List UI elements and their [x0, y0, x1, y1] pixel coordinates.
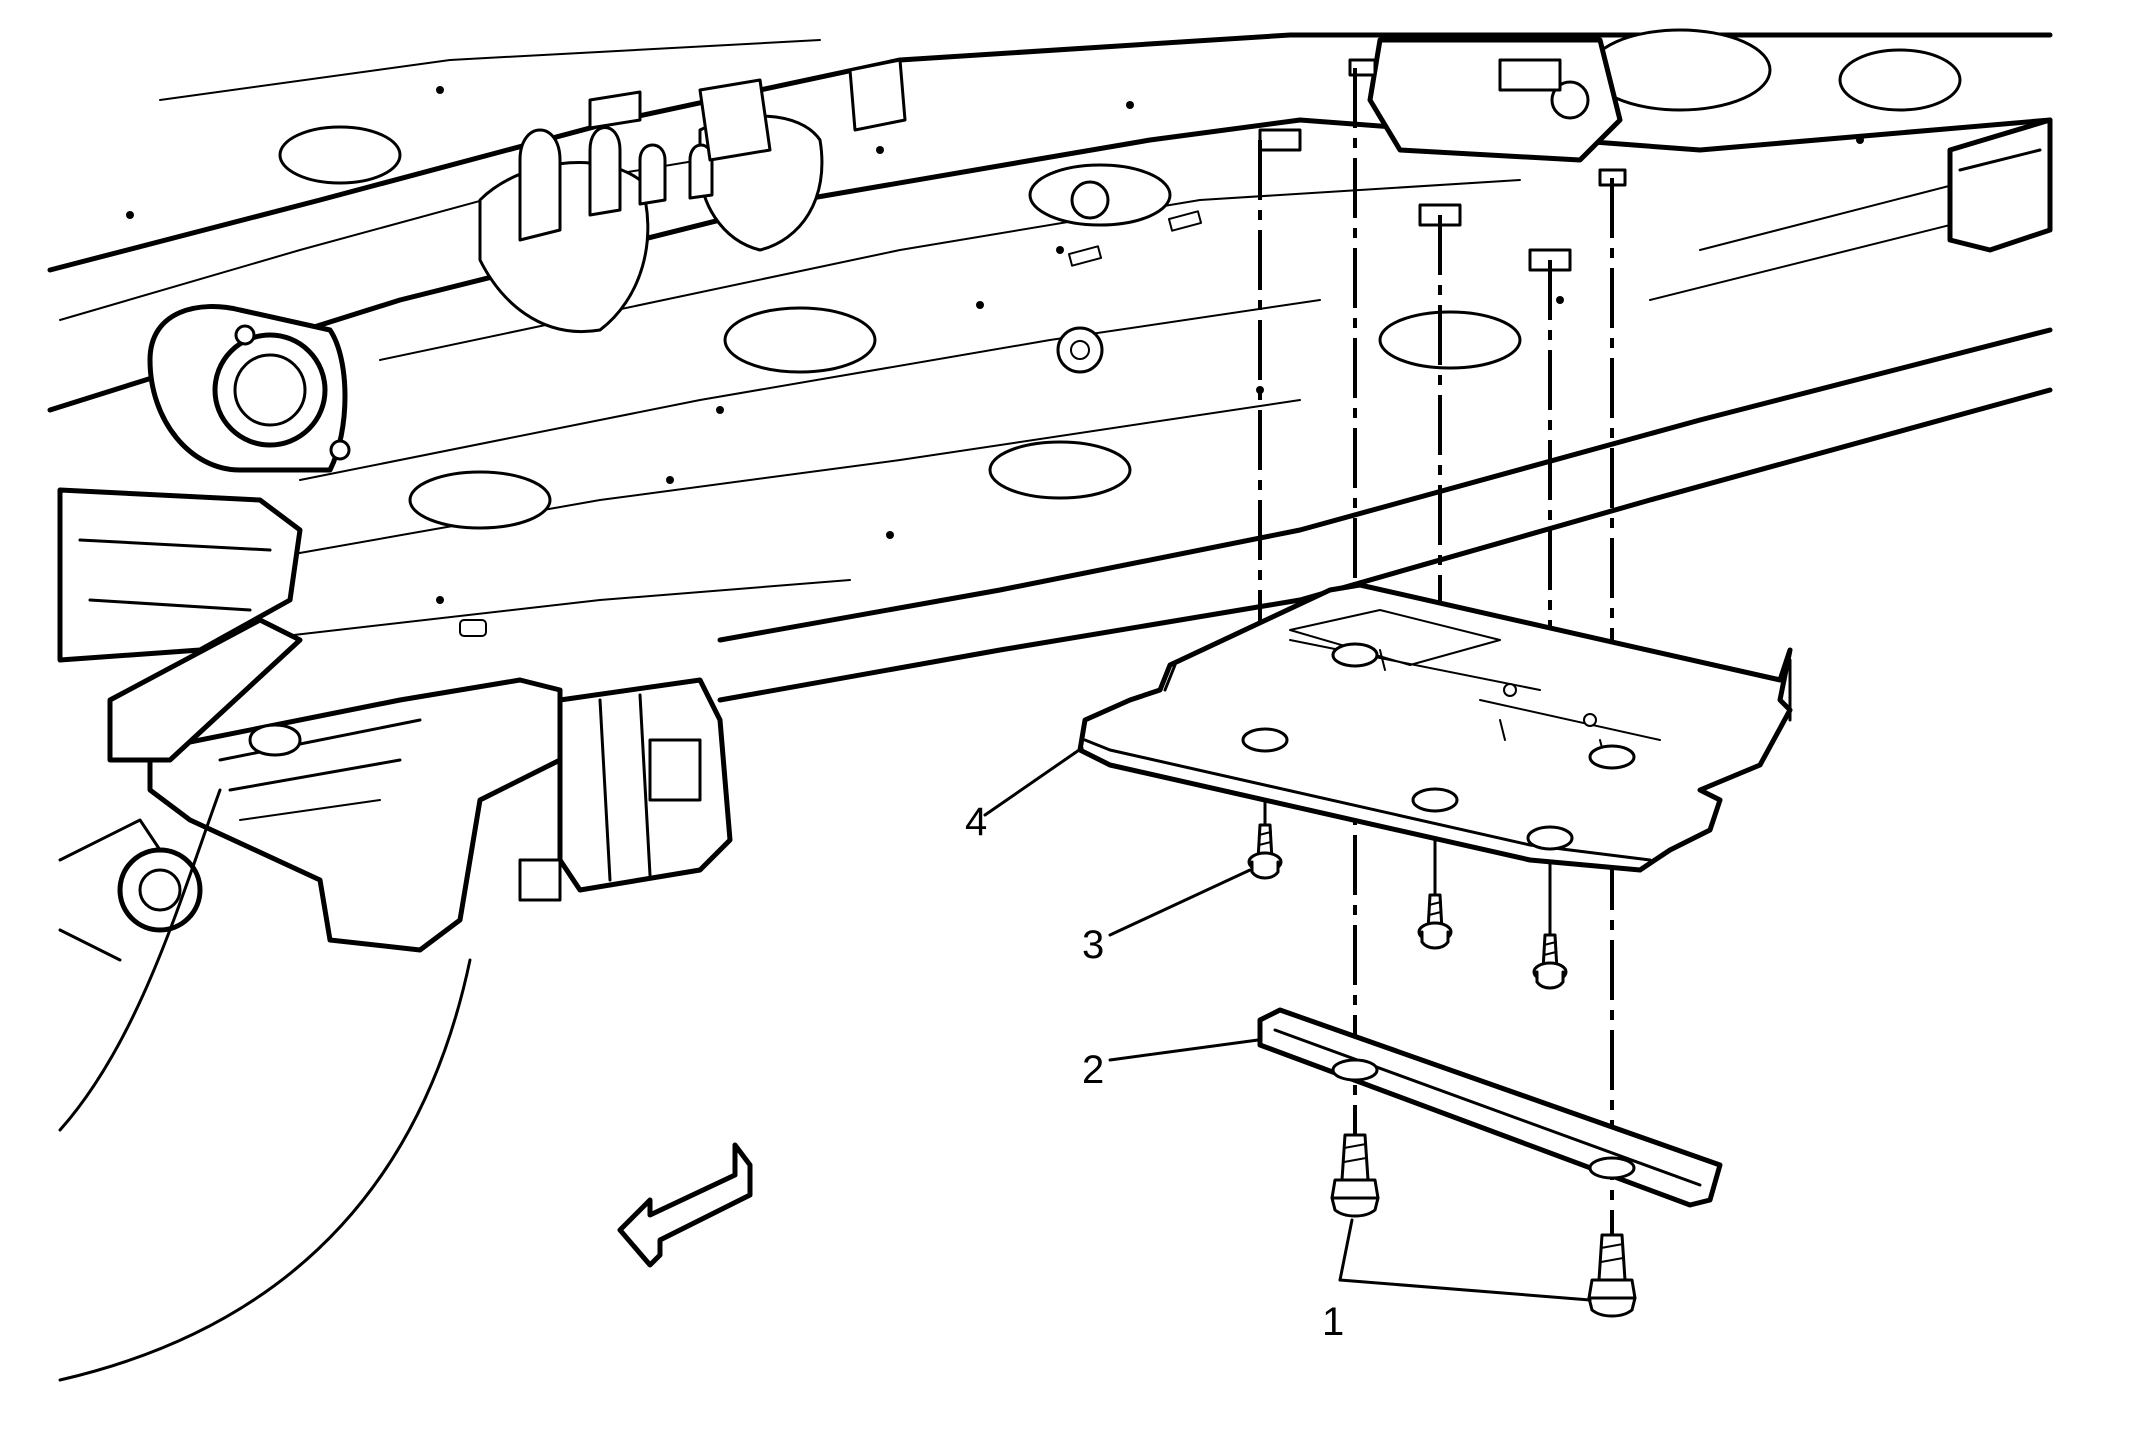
callout-4: 4	[965, 800, 987, 844]
bracket-bolts	[1330, 1133, 1637, 1318]
bolt-large	[1587, 1233, 1637, 1318]
forward-arrow-icon	[617, 1142, 753, 1268]
callout-1: 1	[1322, 1300, 1344, 1344]
reinforcement-bracket	[1257, 1007, 1723, 1208]
underbody-shield-panel	[1077, 582, 1793, 873]
callout-3: 3	[1082, 923, 1104, 967]
callout-2: 2	[1082, 1048, 1104, 1092]
bolt-small	[1247, 823, 1283, 880]
leader-lines	[983, 746, 1592, 1302]
bolt-small	[1532, 933, 1568, 990]
bolt-small	[1417, 893, 1453, 950]
shield-bolts	[1247, 823, 1568, 990]
vehicle-underbody	[47, 28, 2053, 1382]
bolt-large	[1330, 1133, 1380, 1218]
